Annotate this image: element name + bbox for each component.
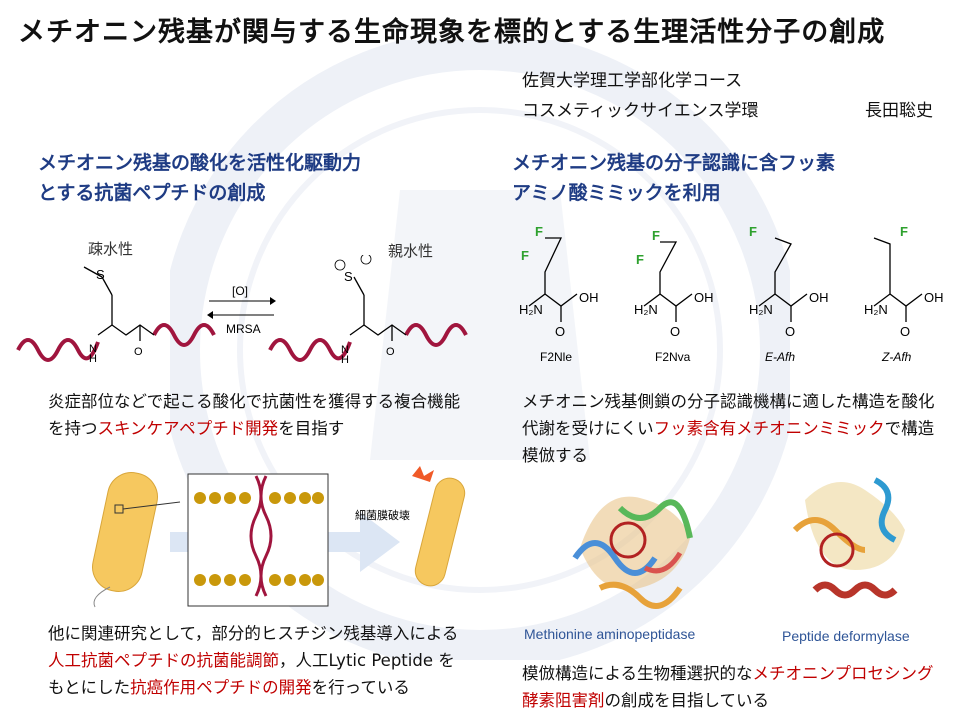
protein-structure-image-1	[572, 496, 693, 609]
membrane-disruption-illustration: 細菌膜破壊	[92, 466, 466, 608]
svg-text:F: F	[636, 252, 644, 267]
right-heading: メチオニン残基の分子認識に含フッ素 アミノ酸ミミックを利用	[512, 152, 836, 204]
svg-text:OH: OH	[809, 290, 829, 305]
svg-text:F: F	[652, 228, 660, 243]
hydrophilic-label: 親水性	[388, 242, 434, 260]
molecule-label-3: E-Afh	[765, 350, 796, 364]
affiliation-department: 佐賀大学理工学部化学コース	[522, 71, 743, 91]
svg-text:OH: OH	[579, 290, 599, 305]
svg-text:O: O	[134, 346, 143, 358]
svg-text:OH: OH	[694, 290, 714, 305]
hydrophobic-label: 疎水性	[88, 240, 134, 258]
protein-caption-1: Methionine aminopeptidase	[524, 626, 696, 642]
membrane-disruption-label: 細菌膜破壊	[355, 508, 410, 522]
svg-text:O: O	[785, 324, 795, 339]
svg-text:O: O	[386, 346, 395, 358]
svg-text:H₂N: H₂N	[634, 302, 658, 317]
author-name: 長田聡史	[865, 101, 933, 121]
svg-text:S: S	[96, 267, 105, 282]
svg-text:F: F	[521, 248, 529, 263]
left-description-2: 他に関連研究として，部分的ヒスチジン残基導入による人工抗菌ペプチドの抗菌能調節，…	[48, 624, 459, 697]
svg-text:H₂N: H₂N	[864, 302, 888, 317]
molecule-label-1: F2Nle	[540, 350, 573, 364]
svg-text:H: H	[341, 354, 349, 366]
svg-text:O: O	[670, 324, 680, 339]
protein-structure-image-2	[792, 477, 905, 599]
svg-text:H₂N: H₂N	[519, 302, 543, 317]
svg-text:F: F	[535, 224, 543, 239]
molecule-label-4: Z-Afh	[882, 350, 912, 364]
left-description-1: 炎症部位などで起こる酸化で抗菌性を獲得する複合機能を持つスキンケアペプチド開発を…	[48, 392, 461, 438]
right-description-1: メチオニン残基側鎖の分子認識機構に適した構造を酸化代謝を受けにくいフッ素含有メチ…	[522, 392, 935, 465]
reduction-arrow-label: MRSA	[226, 322, 261, 336]
svg-text:F: F	[749, 224, 757, 239]
svg-text:H: H	[89, 353, 97, 365]
svg-text:H₂N: H₂N	[749, 302, 773, 317]
page-title: メチオニン残基が関与する生命現象を標的とする生理活性分子の創成	[18, 17, 886, 48]
oxidation-arrow-label: [O]	[232, 284, 248, 298]
svg-text:N: N	[89, 343, 97, 355]
svg-text:O: O	[555, 324, 565, 339]
svg-text:S: S	[344, 269, 353, 284]
left-heading: メチオニン残基の酸化を活性化駆動力 とする抗菌ペプチドの創成	[38, 152, 362, 204]
svg-text:F: F	[900, 224, 908, 239]
molecule-label-2: F2Nva	[655, 350, 691, 364]
right-description-2: 模倣構造による生物種選択的なメチオニンプロセシング酵素阻害剤の創成を目指している	[522, 664, 934, 710]
svg-text:O: O	[900, 324, 910, 339]
svg-text:N: N	[341, 344, 349, 356]
svg-text:OH: OH	[924, 290, 944, 305]
university-seal-watermark	[170, 40, 790, 660]
affiliation-program: コスメティックサイエンス学環	[522, 101, 759, 121]
protein-caption-2: Peptide deformylase	[782, 628, 910, 644]
methionine-oxidation-scheme: S N H O [O] MRSA S N H O	[16, 255, 468, 366]
